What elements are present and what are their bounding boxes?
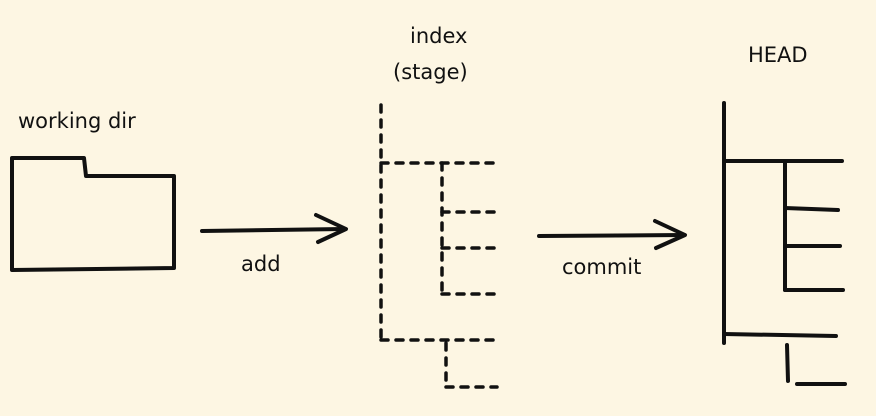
commit-arrow — [537, 219, 687, 250]
add-label: add — [241, 252, 281, 276]
folder-icon — [10, 156, 176, 272]
working-dir-label: working dir — [18, 109, 136, 133]
stage-label: (stage) — [393, 60, 468, 84]
add-arrow — [200, 213, 348, 244]
commit-label: commit — [562, 255, 641, 279]
dashed-tree-icon — [379, 103, 499, 389]
index-label: index — [410, 24, 467, 48]
tree-icon — [722, 101, 847, 386]
head-label: HEAD — [748, 43, 808, 67]
